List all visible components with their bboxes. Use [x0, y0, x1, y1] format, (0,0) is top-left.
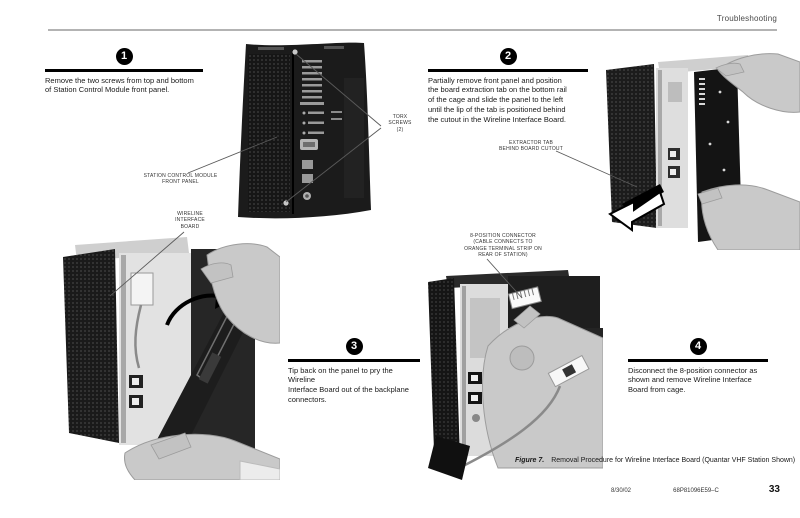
- step-2-number-badge: 2: [499, 48, 517, 65]
- callout-wireline-interface-board: WIRELINE INTERFACE BOARD: [175, 211, 205, 230]
- step-1-rule: [45, 69, 203, 72]
- step-3-rule: [288, 359, 420, 362]
- callout-8-position-connector: 8-POSITION CONNECTOR (CABLE CONNECTS TO …: [464, 233, 542, 258]
- step-2-text: Partially remove front panel and positio…: [428, 75, 567, 125]
- step-4-rule: [628, 359, 768, 362]
- callout-station-control-module: STATION CONTROL MODULE FRONT PANEL: [143, 173, 218, 186]
- step-4-number-badge: 4: [689, 338, 707, 355]
- photo-station-front-view: [228, 38, 378, 230]
- header-rule: [48, 29, 777, 31]
- figure-caption-text: Removal Procedure for Wireline Interface…: [551, 457, 796, 464]
- step-2-block: 2 Partially remove front panel and posit…: [428, 48, 588, 125]
- callout-torx-screws: TORX SCREWS (2): [388, 114, 412, 133]
- figure-caption: Figure 7. Removal Procedure for Wireline …: [515, 457, 795, 464]
- footer-date: 8/30/02: [610, 488, 632, 494]
- figure-label: Figure 7.: [515, 457, 545, 464]
- step-1-number-badge: 1: [115, 48, 133, 65]
- step-1-text: Remove the two screws from top and botto…: [45, 75, 194, 95]
- footer-doc-number: 68P81096E59–C: [673, 488, 719, 494]
- step-3-block: 3 Tip back on the panel to pry the Wirel…: [288, 338, 420, 405]
- step-4-block: 4 Disconnect the 8-position connector as…: [628, 338, 768, 395]
- step-1-block: 1 Remove the two screws from top and bot…: [45, 48, 203, 95]
- photo-disconnect-connector: [418, 268, 603, 480]
- photo-slide-front-panel: [598, 52, 800, 250]
- step-4-text: Disconnect the 8-position connector as s…: [628, 365, 758, 395]
- step-3-text: Tip back on the panel to pry the Wirelin…: [288, 365, 409, 405]
- footer-page-number: 33: [768, 484, 780, 495]
- step-2-rule: [428, 69, 588, 72]
- page-header-title: Troubleshooting: [716, 14, 777, 23]
- photo-pry-panel: [55, 233, 280, 480]
- step-3-number-badge: 3: [345, 338, 363, 355]
- callout-extractor-tab: EXTRACTOR TAB BEHIND BOARD CUTOUT: [499, 140, 563, 153]
